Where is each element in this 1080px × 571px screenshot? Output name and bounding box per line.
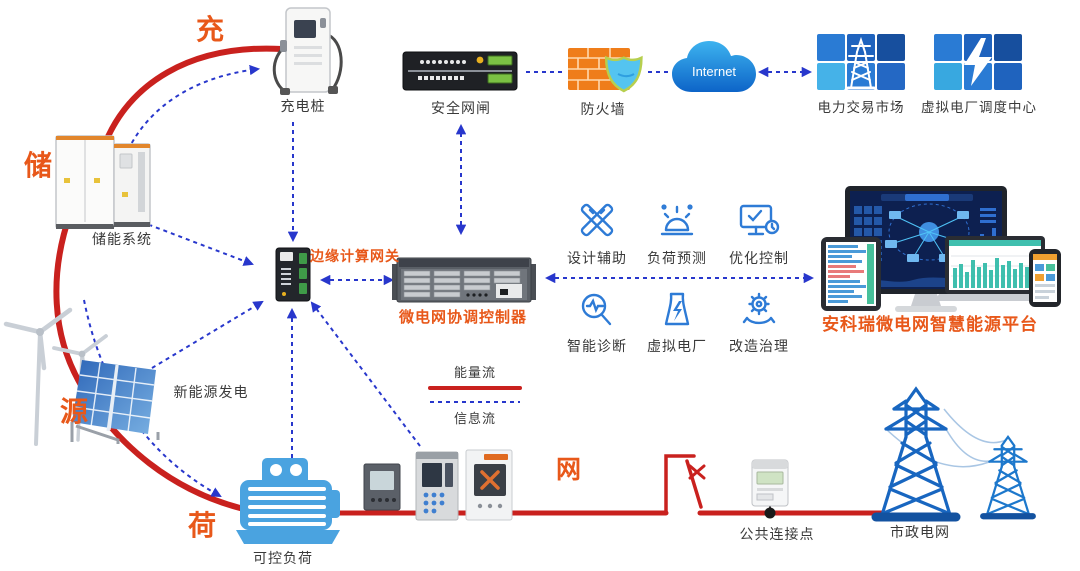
municipal-grid-label: 市政电网 xyxy=(890,524,950,540)
solar-panel-device xyxy=(70,360,160,444)
controllable-load-motor xyxy=(236,458,340,544)
storage-system-label: 储能系统 xyxy=(92,231,152,247)
char-grid: 网 xyxy=(556,456,582,484)
legend-energy-flow-label: 能量流 xyxy=(453,365,497,380)
char-source: 源 xyxy=(60,396,89,427)
legend-info-flow-label: 信息流 xyxy=(453,411,497,426)
pcc-connection-dot xyxy=(764,506,776,519)
smart-diagnosis-icon xyxy=(581,293,612,326)
fn-virtual-plant-label: 虚拟电厂 xyxy=(647,338,707,354)
pcc-label: 公共连接点 xyxy=(739,526,815,542)
power-trading-market-label: 电力交易市场 xyxy=(817,100,905,115)
platform-tablet xyxy=(821,237,881,311)
vpp-dispatch-center-label: 虚拟电厂调度中心 xyxy=(921,100,1037,115)
firewall-icon xyxy=(568,48,643,93)
fn-optimize-control-label: 优化控制 xyxy=(729,250,789,266)
pylon-icon xyxy=(846,36,876,90)
load-forecast-icon xyxy=(660,204,694,236)
platform-laptop xyxy=(935,236,1059,301)
fn-load-forecast-label: 负荷预测 xyxy=(647,250,707,266)
char-store: 储 xyxy=(24,150,53,181)
platform-phone xyxy=(1029,249,1061,307)
fn-governance-label: 改造治理 xyxy=(729,338,789,354)
optimize-control-icon xyxy=(739,204,780,236)
microgrid-controller-label: 微电网协调控制器 xyxy=(398,309,528,326)
design-aid-icon xyxy=(580,203,614,237)
platform-devices xyxy=(815,182,1065,312)
char-load: 荷 xyxy=(188,510,217,541)
security-gateway-label: 安全网闸 xyxy=(431,100,491,116)
renewable-generation-label: 新能源发电 xyxy=(173,384,249,400)
microgrid-controller-device xyxy=(392,257,536,303)
virtual-plant-icon xyxy=(664,292,690,326)
fn-design-aid-label: 设计辅助 xyxy=(567,250,627,266)
lightning-icon xyxy=(964,38,992,86)
storage-system-device xyxy=(55,135,151,229)
governance-icon xyxy=(742,292,776,325)
metering-devices xyxy=(363,449,513,521)
fn-smart-diagnosis-label: 智能诊断 xyxy=(567,338,627,354)
controllable-load-label: 可控负荷 xyxy=(253,550,313,566)
firewall-label: 防火墙 xyxy=(580,101,626,117)
edge-gateway-device xyxy=(275,247,311,302)
security-gateway-device xyxy=(402,51,518,91)
platform-label: 安科瑞微电网智慧能源平台 xyxy=(822,315,1038,334)
edge-gateway-label: 边缘计算网关 xyxy=(310,248,400,264)
internet-cloud-icon xyxy=(672,41,756,92)
charging-pile-device xyxy=(272,7,343,95)
pcc-meter-device xyxy=(751,459,789,507)
transmission-towers xyxy=(871,386,1036,522)
char-charge: 充 xyxy=(196,14,225,45)
charging-pile-label: 充电桩 xyxy=(280,98,326,114)
internet-label: Internet xyxy=(691,64,737,79)
